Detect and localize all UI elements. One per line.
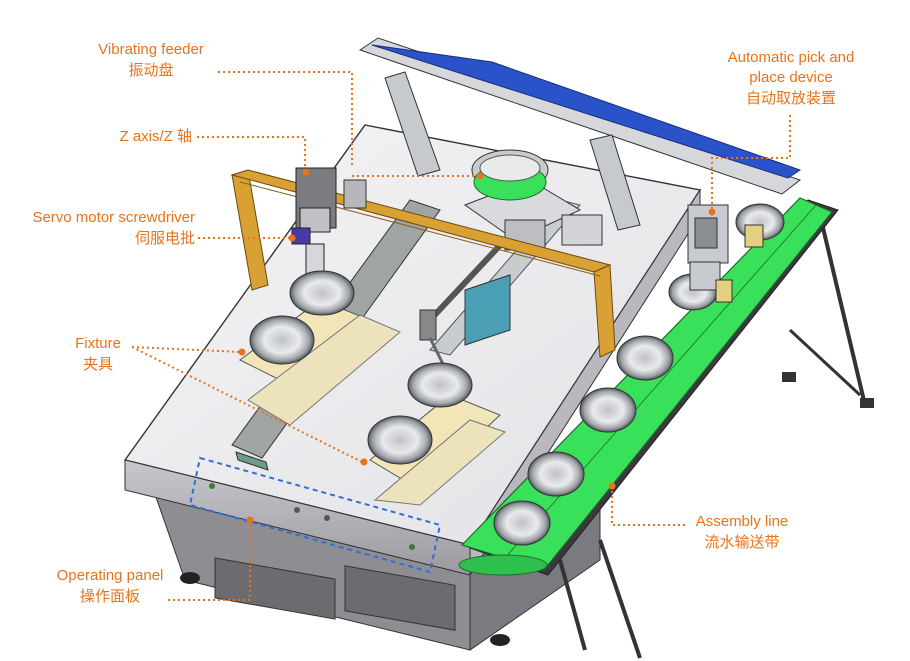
fixture-center: [367, 362, 506, 506]
label-servo-screwdriver-zh: 伺服电批: [134, 229, 195, 247]
label-z-axis-text: Z axis/Z 轴: [119, 128, 192, 145]
assembly-line-conveyor: [458, 197, 839, 576]
label-pick-place-en-2: place device: [749, 69, 833, 86]
fixture-left: [239, 270, 401, 426]
label-servo-screwdriver: Servo motor screwdriver 伺服电批: [20, 208, 195, 248]
label-vibrating-feeder: Vibrating feeder 振动盘: [82, 40, 220, 80]
label-z-axis: Z axis/Z 轴: [60, 127, 192, 147]
screwdriver-gantry: [230, 167, 616, 358]
label-pick-place-zh: 自动取放装置: [745, 89, 836, 107]
label-servo-screwdriver-en: Servo motor screwdriver: [32, 209, 195, 226]
label-vibrating-feeder-zh: 振动盘: [128, 61, 174, 79]
label-fixture: Fixture 夹具: [62, 334, 134, 374]
label-pick-place-en-1: Automatic pick and: [727, 49, 855, 66]
label-fixture-zh: 夹具: [82, 355, 113, 373]
operating-panel: [188, 456, 442, 574]
leader-lines: [131, 71, 791, 601]
leader-dots: [238, 168, 716, 524]
label-fixture-en: Fixture: [75, 335, 121, 352]
label-assembly-line-en: Assembly line: [695, 513, 789, 530]
label-assembly-line: Assembly line 流水输送带: [682, 512, 802, 552]
label-assembly-line-zh: 流水输送带: [704, 533, 780, 551]
label-operating-panel: Operating panel 操作面板: [44, 566, 176, 606]
pick-place-gantry: [358, 37, 802, 303]
center-mechanism: [419, 237, 511, 369]
conveyor-legs: [558, 214, 874, 659]
label-pick-place: Automatic pick and place device 自动取放装置: [705, 48, 877, 108]
label-operating-panel-zh: 操作面板: [79, 587, 140, 605]
label-operating-panel-en: Operating panel: [56, 567, 164, 584]
label-vibrating-feeder-en: Vibrating feeder: [98, 41, 204, 58]
